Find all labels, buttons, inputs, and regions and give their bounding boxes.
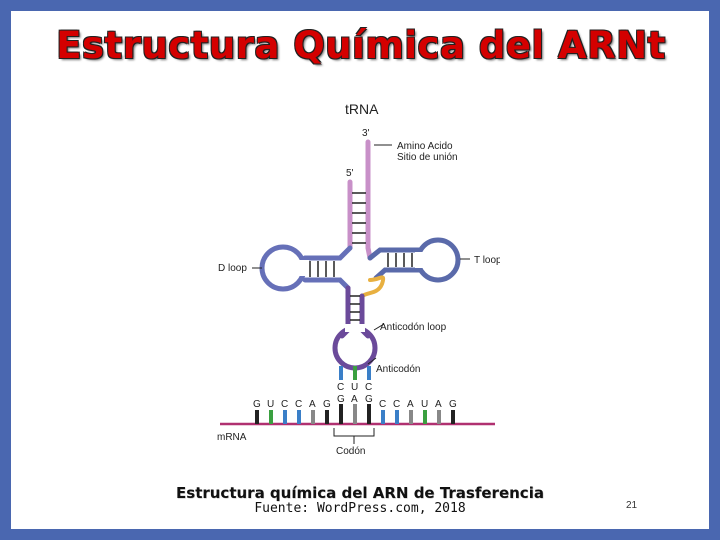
mrna-base-3: C	[281, 399, 288, 410]
anticodon-loop-label: Anticodón loop	[380, 322, 447, 333]
anticodon-base-1: C	[337, 382, 344, 393]
codon-base-1: G	[337, 394, 345, 405]
mrna-base-bars	[255, 404, 455, 424]
anticodon-base-3: C	[365, 382, 372, 393]
mrna-base-4: C	[295, 399, 302, 410]
mrna-base-2: U	[267, 399, 274, 410]
slide-title: Estructura Química del ARNt	[56, 24, 666, 67]
anticodon-loop-pointer	[373, 323, 385, 331]
figure-caption: Estructura química del ARN de Trasferenc…	[176, 484, 544, 502]
mrna-label: mRNA	[217, 432, 247, 443]
five-prime-label: 5'	[346, 168, 354, 179]
trna-diagram: tRNA 3' 5' Amino Acido Sitio de unión D …	[217, 101, 500, 457]
d-loop-label: D loop	[218, 263, 247, 274]
acceptor-stem	[347, 139, 373, 261]
mrna-base-1: G	[253, 399, 261, 410]
codon-bracket	[333, 428, 375, 444]
mrna-base-10: C	[379, 399, 386, 410]
mrna-base-12: A	[407, 399, 414, 410]
anticodon-arm	[332, 285, 378, 371]
codon-base-3: G	[365, 394, 373, 405]
mrna-base-13: U	[421, 399, 428, 410]
mrna-base-6: G	[323, 399, 331, 410]
d-arm	[259, 244, 353, 292]
mrna-base-14: A	[435, 399, 442, 410]
three-prime-label: 3'	[362, 128, 370, 139]
figure-source: Fuente: WordPress.com, 2018	[254, 501, 466, 516]
variable-loop	[360, 275, 386, 298]
anticodon-base-2: U	[351, 382, 358, 393]
codon-label: Codón	[336, 446, 365, 457]
binding-site-label: Sitio de unión	[397, 152, 458, 163]
t-arm	[367, 237, 461, 283]
anticodon-bars	[339, 366, 371, 380]
mrna-base-11: C	[393, 399, 400, 410]
mrna-base-5: A	[309, 399, 316, 410]
page-number: 21	[626, 500, 638, 511]
codon-base-2: A	[351, 394, 358, 405]
mrna-base-15: G	[449, 399, 457, 410]
slide	[11, 11, 709, 529]
amino-acid-label: Amino Acido	[397, 141, 453, 152]
anticodon-label: Anticodón	[376, 364, 420, 375]
anticodon-pointer	[367, 357, 377, 365]
trna-heading: tRNA	[345, 101, 379, 117]
t-loop-label: T loop	[474, 255, 500, 266]
